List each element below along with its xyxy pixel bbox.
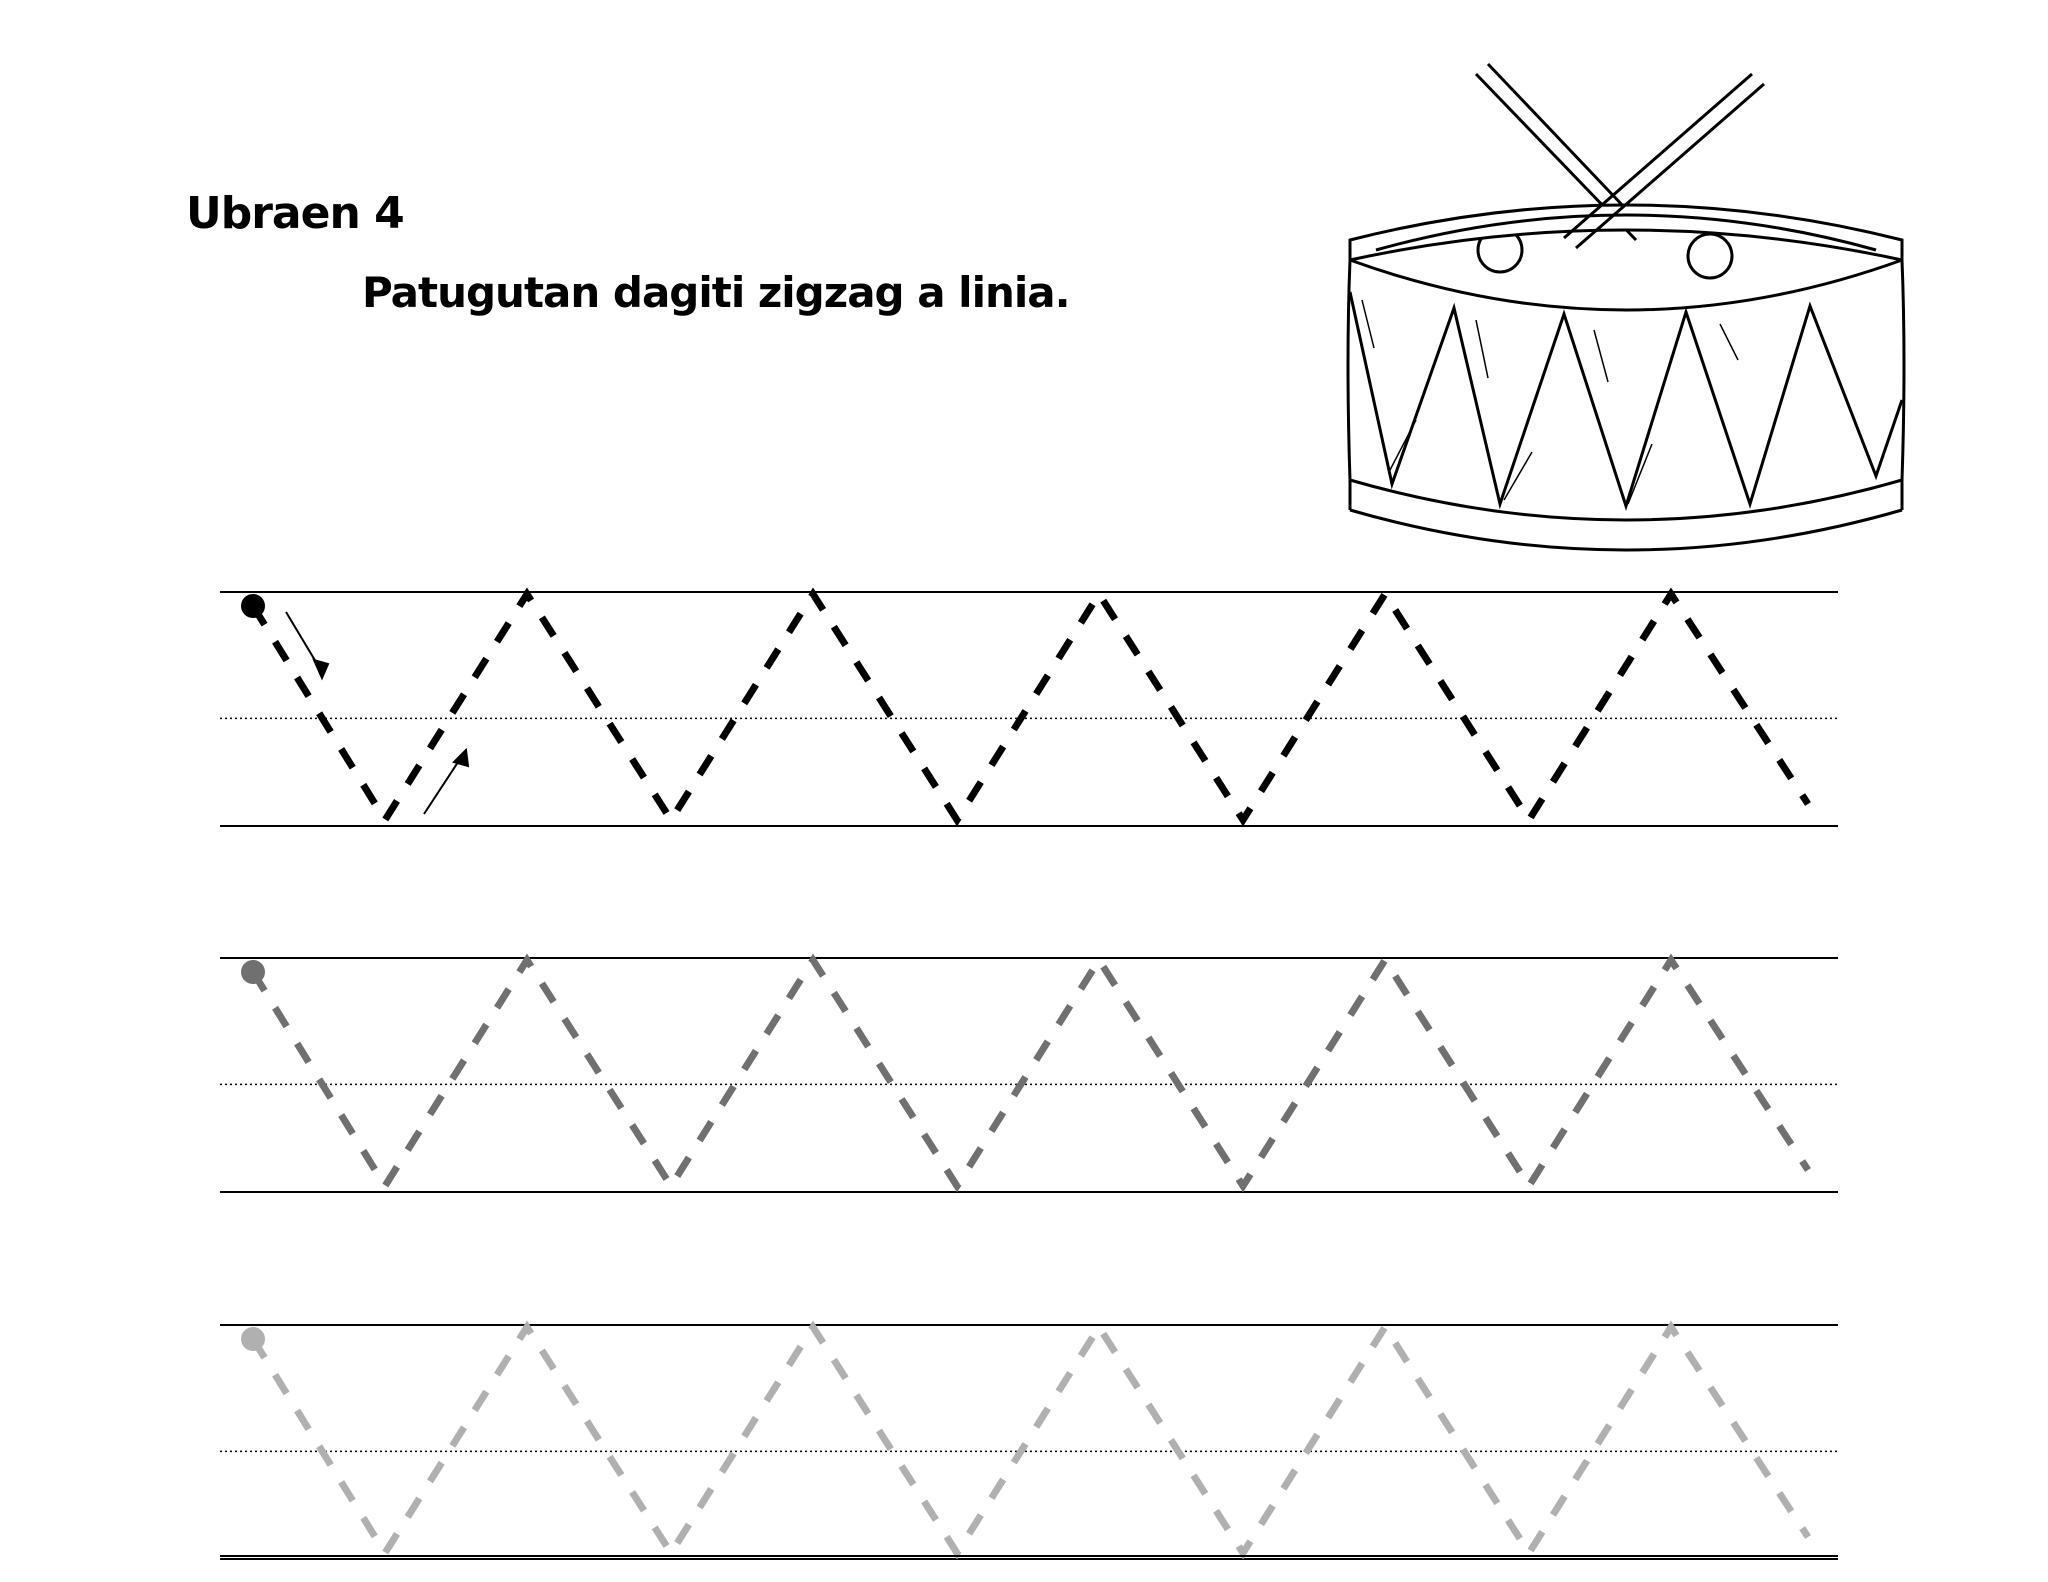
zigzag-tracing-path[interactable] (250, 1320, 1811, 1560)
tracing-row (220, 953, 1838, 1193)
start-dot-icon (241, 1327, 265, 1351)
tracing-row (220, 587, 1838, 827)
drumstick-right (1563, 72, 1765, 280)
zigzag-tracing-path[interactable] (250, 953, 1811, 1193)
zigzag-tracing-path[interactable] (250, 587, 1811, 827)
drum-with-sticks-icon (1346, 62, 1906, 552)
instruction-text: Patugutan dagiti zigzag a linia. (362, 268, 1071, 317)
start-dot-icon (241, 594, 265, 618)
tracing-row (220, 1320, 1838, 1560)
start-dot-icon (241, 960, 265, 984)
direction-arrows (285, 611, 470, 815)
exercise-title: Ubraen 4 (186, 188, 405, 239)
drumstick-left (1474, 62, 1648, 274)
